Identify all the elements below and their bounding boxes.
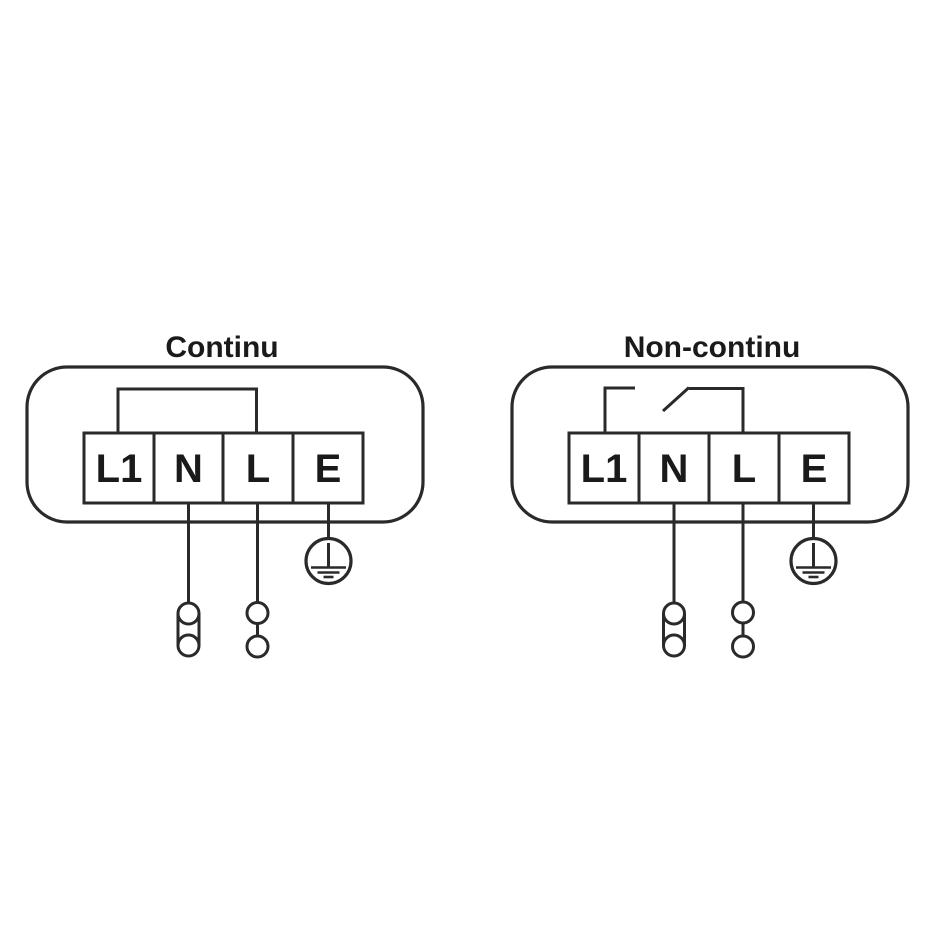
diagram-non-continu: Non-continu L1 N L E [510, 331, 910, 659]
diagram-continu: Continu L1 N L E [25, 331, 425, 659]
device-outline [25, 365, 425, 524]
earth-icon [304, 536, 353, 586]
terminal-label-n: N [660, 447, 689, 491]
terminal-label-e: E [315, 447, 342, 491]
terminal-label-l: L [732, 447, 756, 491]
device-outline [510, 365, 910, 524]
switch-jumper-icon [603, 386, 745, 433]
line-connector-icon [245, 601, 270, 659]
diagram-title: Non-continu [624, 331, 801, 364]
bridge-jumper-wire [116, 387, 258, 433]
neutral-connector-icon [176, 601, 201, 658]
terminal-label-e: E [801, 447, 828, 491]
terminal-label-l1: L1 [581, 447, 628, 491]
earth-icon [789, 536, 838, 586]
neutral-connector-icon [662, 601, 686, 658]
line-connector-icon [731, 600, 755, 659]
terminal-label-n: N [174, 447, 203, 491]
terminal-label-l: L [246, 447, 270, 491]
diagram-title: Continu [165, 331, 278, 364]
terminal-label-l1: L1 [96, 447, 143, 491]
